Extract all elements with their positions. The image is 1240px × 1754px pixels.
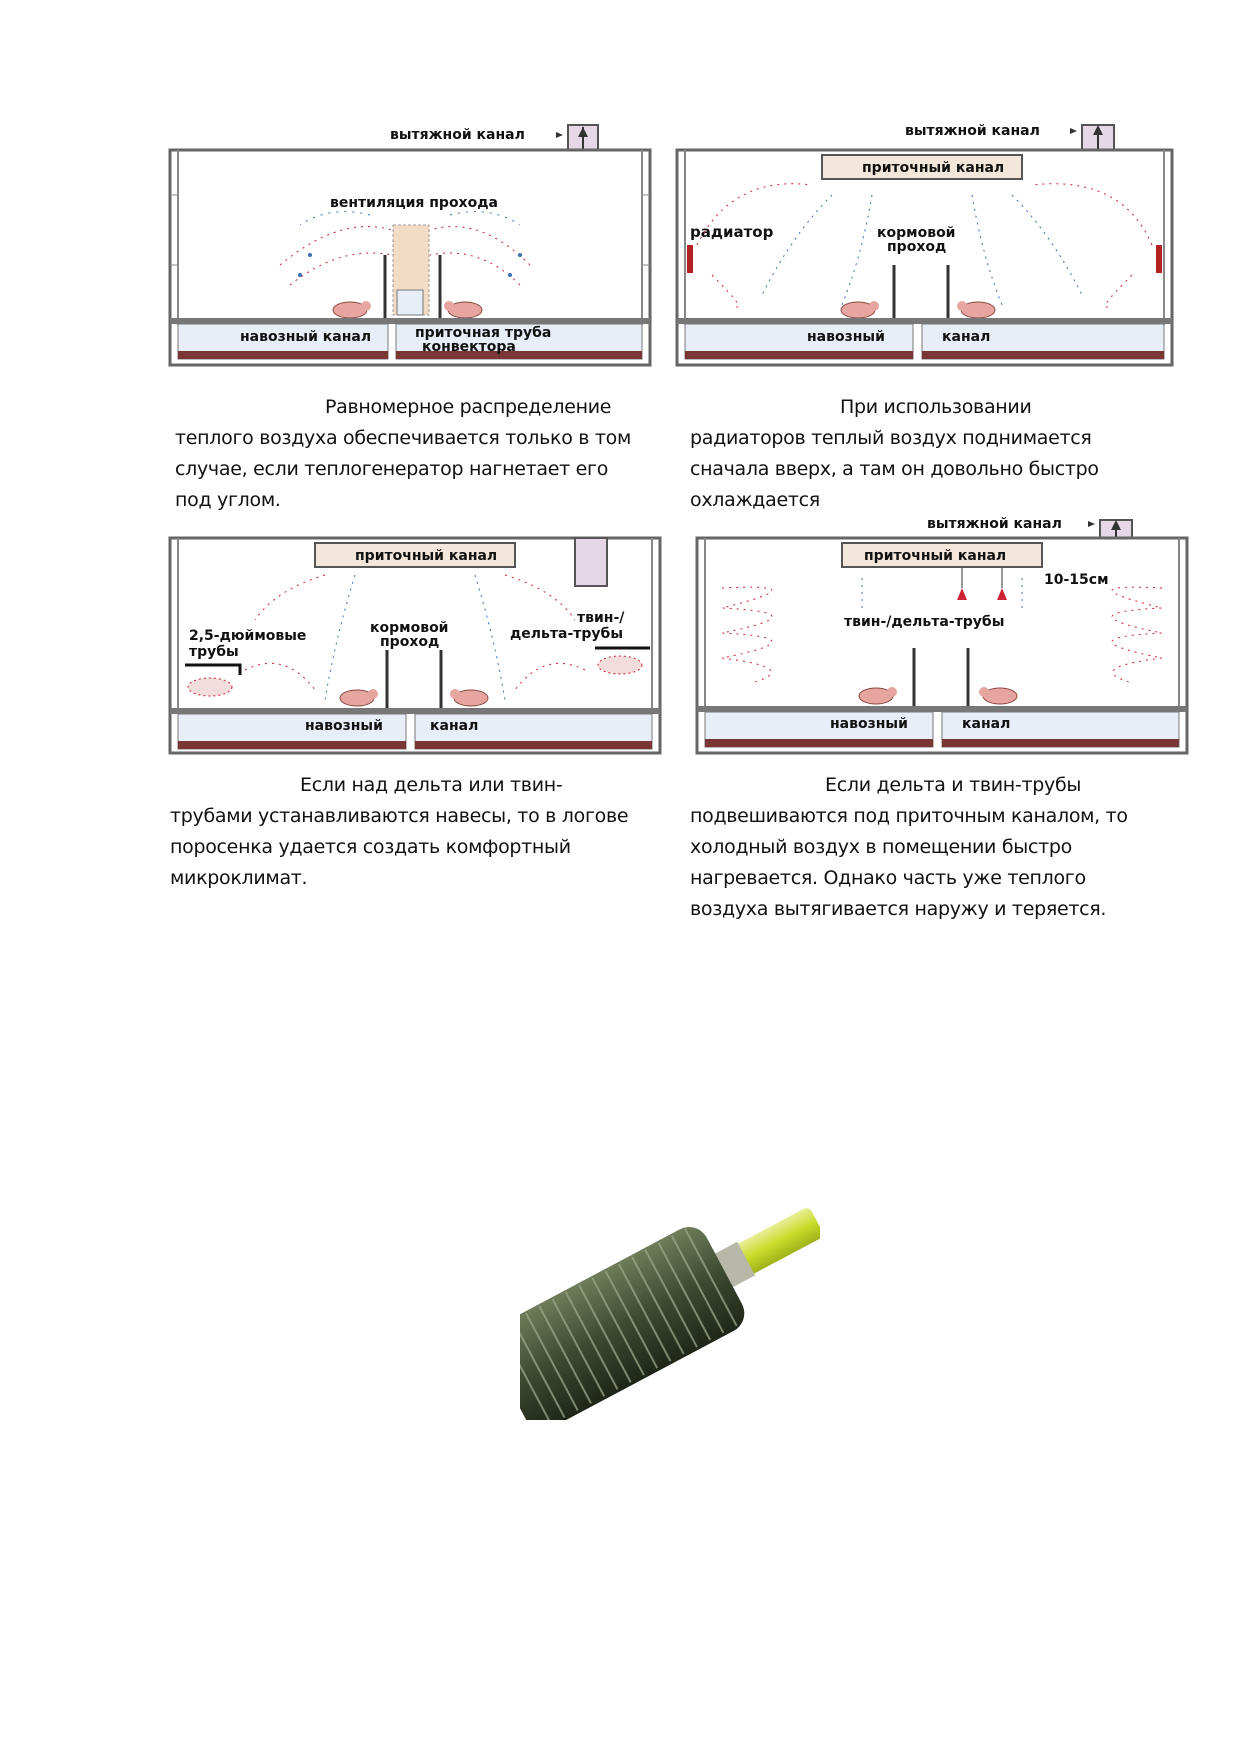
manure-label: навозный [807,329,885,345]
supply-pipe-label: приточная труба [415,325,551,341]
feed-aisle-label-1: кормовой [370,620,449,636]
caption-line: охлаждается [690,489,820,511]
supply-channel-label: приточный канал [355,548,497,564]
diagram-radiator-heating: вытяжной канал приточный канал радиатор … [672,115,1182,375]
radiator-left [687,245,693,273]
feed-aisle-label-1: кормовой [877,225,956,241]
supply-channel-label: приточный канал [862,160,1004,176]
pig-left [858,687,897,705]
canopy-left [185,663,242,675]
manure-label: навозный [830,716,908,732]
airflow-arrows [696,183,1153,308]
pig-right [450,689,489,707]
caption-line: При использовании [840,396,1032,418]
exhaust-chimney [574,537,608,587]
caption-line: случае, если теплогенератор нагнетает ег… [175,458,609,480]
radiator-right [1156,245,1162,273]
channel-label: канал [430,718,478,734]
caption-line: трубами устанавливаются навесы, то в лог… [170,805,629,827]
caption-line: воздуха вытягивается наружу и теряется. [690,898,1107,920]
caption-panel-4: Если дельта и твин-трубы подвешиваются п… [690,770,1210,925]
pig-left [840,301,879,319]
diagram-canopy-pipes: приточный канал 2,5-дюймовые трубы кормо… [165,530,665,760]
caption-line: поросенка удается создать комфортный [170,836,571,858]
diagram-suspended-pipes: вытяжной канал приточный канал 10-15см т… [692,508,1192,758]
channel-label: канал [942,329,990,345]
supply-channel [841,542,1043,568]
caption-line: холодный воздух в помещении быстро [690,836,1072,858]
caption-line: Равномерное распределение [325,396,612,418]
pipes-label-2: трубы [189,644,239,660]
caption-line: под углом. [175,489,281,511]
airflow-arrows [279,211,531,286]
aisle-ventilation-label: вентиляция прохода [330,195,498,211]
finned-pipe-photo [488,1195,823,1430]
caption-line: Если над дельта или твин- [300,774,563,796]
caption-line: нагревается. Однако часть уже теплого [690,867,1086,889]
pig-left [339,689,378,707]
airflow-arrows [721,578,1163,684]
twin-delta-label: твин-/дельта-трубы [844,614,1004,630]
pipes-label-1: 2,5-дюймовые [189,628,306,644]
manure-label: навозный [305,718,383,734]
supply-channel [821,154,1023,180]
pig-right [979,687,1018,705]
diagram-convector-ventilation: вытяжной канал вентиляция прохода [160,115,660,375]
caption-line: Если дельта и твин-трубы [825,774,1082,796]
radiator-label: радиатор [690,223,774,241]
caption-line: сначала вверх, а там он довольно быстро [690,458,1099,480]
caption-panel-3: Если над дельта или твин- трубами устана… [170,770,660,894]
caption-line: микроклимат. [170,867,308,889]
convector-label: конвектора [422,339,516,355]
feed-aisle-label-2: проход [380,634,439,650]
twin-label-2: дельта-трубы [510,626,623,642]
twin-label-1: твин-/ [577,610,625,626]
pig-left [332,301,371,319]
pipes-suspended [957,568,1007,600]
manure-channel-label: навозный канал [240,329,371,345]
supply-channel [314,542,516,568]
caption-panel-1: Равномерное распределение теплого воздух… [175,392,655,516]
exhaust-label: вытяжной канал [390,127,525,143]
airflow-arrows [244,574,586,701]
pig-right [957,301,996,319]
channel-label: канал [962,716,1010,732]
caption-line: теплого воздуха обеспечивается только в … [175,427,632,449]
caption-panel-2: При использовании радиаторов теплый возд… [690,392,1190,516]
feed-aisle-label-2: проход [887,239,946,255]
exhaust-label: вытяжной канал [905,123,1040,139]
distance-label: 10-15см [1044,572,1109,588]
caption-line: радиаторов теплый воздух поднимается [690,427,1092,449]
caption-line: подвешиваются под приточным каналом, то [690,805,1128,827]
supply-channel-label: приточный канал [864,548,1006,564]
exhaust-label: вытяжной канал [927,516,1062,532]
